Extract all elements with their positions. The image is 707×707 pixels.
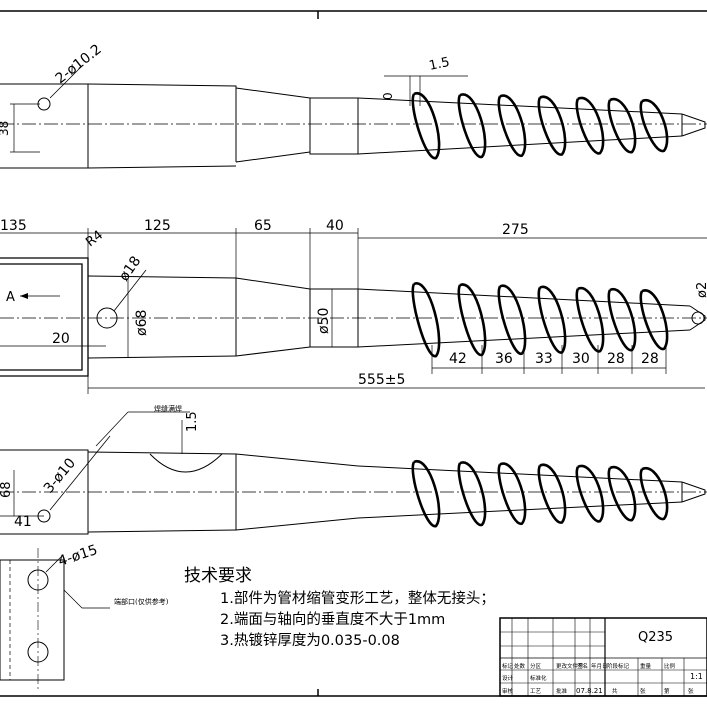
helix-blade-loop (575, 286, 605, 353)
title-block-label: 分区 (530, 662, 542, 670)
helix-blade-loop (607, 465, 637, 522)
pitch-label: 28 (607, 351, 625, 367)
helix-blade-loop (607, 288, 637, 352)
bottom-dim-41: 41 (14, 514, 32, 530)
helix-blade-loop (411, 460, 441, 528)
mid-total-length: 555±5 (358, 372, 405, 388)
title-block-label: 张 (688, 687, 694, 695)
text-labels: 2-ø10.2 38 0 1.5 135 R4 125 65 40 275 ø1… (0, 41, 707, 695)
title-block-label: 标记 (502, 662, 514, 670)
title-block-label: 审核 (502, 687, 514, 695)
helix-blade-loop (457, 93, 487, 159)
bottom-weld-note: 焊缝满焊 (154, 404, 182, 413)
mid-dim-d68: ø68 (134, 310, 150, 336)
bottom-dim-68: 68 (0, 481, 14, 498)
pitch-labels: 42 36 33 30 28 28 (449, 351, 659, 367)
mid-section-label: A (6, 290, 15, 305)
title-block-label: 年月日 (591, 662, 608, 670)
helix-blade-loop (575, 96, 605, 155)
bottom-dim-1-5: 1.5 (185, 411, 200, 432)
top-dim-1-5: 1.5 (428, 55, 451, 74)
helix-blade-loop (639, 467, 669, 521)
mid-dim-125: 125 (144, 218, 171, 234)
helix-blade-loop (537, 95, 567, 156)
mid-dim-275: 275 (502, 222, 529, 238)
helix-blade-loop (497, 94, 527, 157)
title-material: Q235 (638, 630, 673, 645)
title-block-label: 标准化 (530, 674, 547, 682)
tech-item-3: 3.热镀锌厚度为0.035-0.08 (220, 633, 400, 649)
helix-blade-loop (607, 97, 637, 154)
helix-blade-loop (537, 285, 567, 354)
detail-note: 端部口(仅供参考) (114, 597, 169, 606)
title-block-label: 处数 (514, 662, 526, 670)
helix-blade-loop (639, 99, 669, 153)
title-block-label: 工艺 (530, 688, 542, 695)
detail-view (0, 548, 110, 690)
title-scale: 1:1 (690, 672, 703, 681)
pitch-label: 33 (535, 351, 553, 367)
mid-tip-dim: ø2 (695, 282, 707, 298)
top-hole-note: 2-ø10.2 (53, 41, 105, 87)
title-block-label: 第 (664, 687, 670, 695)
title-block-label: 张 (640, 687, 646, 695)
top-dim-0: 0 (381, 92, 395, 100)
title-block-label: 更改文件号 (556, 662, 584, 670)
title-block-label: 共 (612, 687, 618, 695)
pitch-label: 28 (641, 351, 659, 367)
mid-dim-135: 135 (0, 218, 27, 234)
top-dim-38: 38 (0, 121, 11, 136)
helix-blade-loop (639, 289, 669, 351)
helix-blade-loop (497, 462, 527, 525)
helix-blade-loop (411, 282, 441, 358)
middle-view (0, 228, 707, 394)
tech-item-2: 2.端面与轴向的垂直度不大于1mm (220, 612, 446, 628)
helix-blade-loop (457, 461, 487, 527)
helix-blade-loop (457, 283, 487, 357)
pitch-label: 42 (449, 351, 467, 367)
technical-requirements: 技术要求 1.部件为管材缩管变形工艺，整体无接头； 2.端面与轴向的垂直度不大于… (184, 566, 495, 652)
pitch-label: 30 (572, 351, 590, 367)
mid-dim-20: 20 (52, 331, 70, 347)
mid-dim-65: 65 (254, 218, 272, 234)
helix-blade-loop (411, 92, 441, 160)
mid-dim-40: 40 (326, 218, 344, 234)
title-date: 07.8.21 (576, 687, 603, 695)
mid-dim-d50: ø50 (316, 308, 332, 334)
helix-blade-loop (497, 284, 527, 355)
pitch-label: 36 (495, 351, 513, 367)
title-block-label: 比例 (664, 662, 676, 670)
tech-item-1: 1.部件为管材缩管变形工艺，整体无接头； (220, 591, 495, 607)
bottom-view (0, 411, 707, 535)
helix-layer (411, 92, 669, 528)
title-block-label: 批准 (556, 687, 568, 695)
title-block (499, 617, 707, 697)
detail-hole-note: 4-ø15 (56, 542, 99, 570)
helix-blade-loop (537, 463, 567, 524)
title-block-label: 重量 (640, 662, 652, 670)
helix-blade-loop (575, 464, 605, 523)
bottom-hole-note: 3-ø10 (41, 455, 79, 496)
title-block-label: 阶段标记 (607, 662, 630, 670)
mid-dim-r4: R4 (83, 228, 106, 250)
mid-dim-d18: ø18 (116, 253, 144, 284)
title-block-label: 签名 (577, 662, 588, 670)
tech-title: 技术要求 (184, 566, 252, 586)
title-block-labels: 标记处数分区 更改文件号签名年月日设计 标准化 阶段标记 重量 比例审核 工艺 批准 共 张 第 张 (502, 662, 694, 695)
title-block-label: 设计 (502, 674, 514, 682)
